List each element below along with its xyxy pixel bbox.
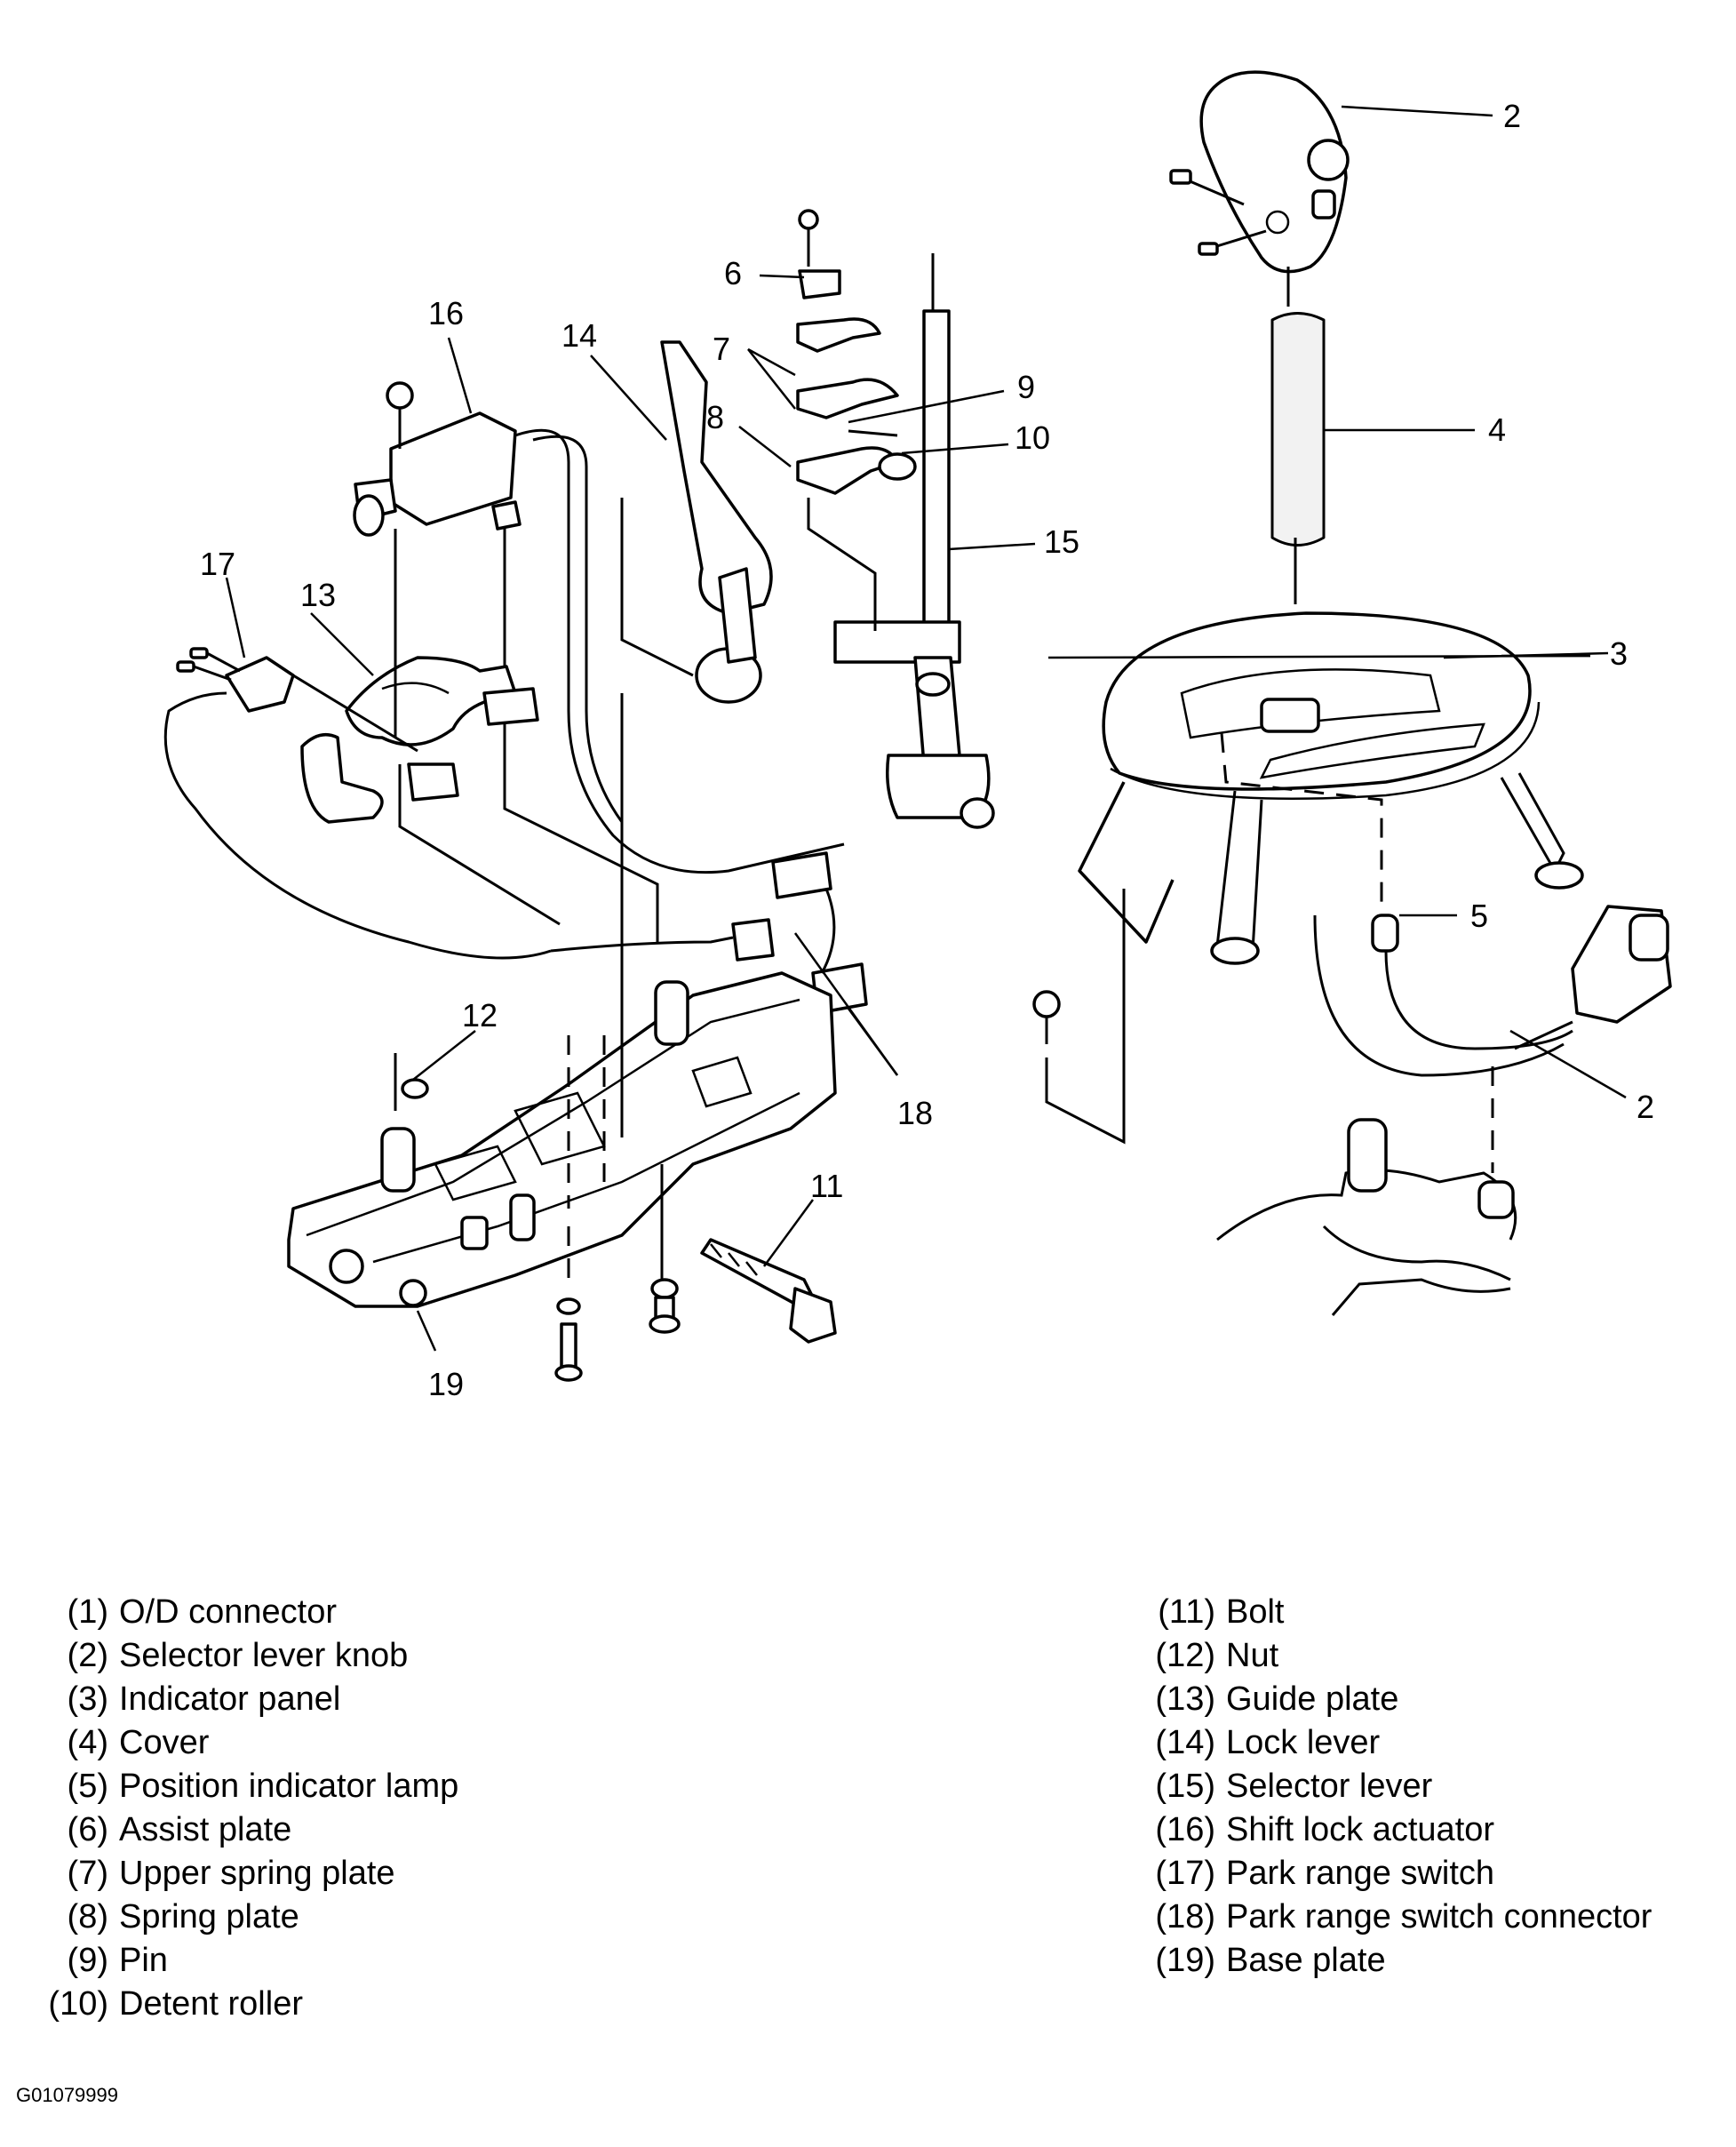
callout-4: 4 — [1488, 411, 1506, 448]
legend-item-label: Park range switch connector — [1226, 1898, 1652, 1935]
callout-18: 18 — [897, 1095, 933, 1131]
legend-item-label: Park range switch — [1226, 1855, 1495, 1892]
legend-item: (18) Park range switch connector — [1137, 1896, 1652, 1939]
legend-left-column: (1) O/D connector (2) Selector lever knob (3… — [30, 1591, 458, 2026]
selector-lever-knob — [1169, 70, 1350, 307]
legend-item: (17) Park range switch — [1137, 1852, 1652, 1896]
legend-item: (2) Selector lever knob — [30, 1634, 458, 1678]
legend-item: (19) Base plate — [1137, 1939, 1652, 1983]
legend-item: (6) Assist plate — [30, 1808, 458, 1852]
legend-item-label: Spring plate — [119, 1898, 299, 1935]
callout-17: 17 — [200, 546, 235, 582]
legend-item-number: (6) — [67, 1811, 108, 1848]
legend-item-number: (13) — [1155, 1680, 1215, 1718]
selector-lever — [833, 253, 995, 829]
legend-item-label: Indicator panel — [119, 1680, 341, 1718]
legend-item: (7) Upper spring plate — [30, 1852, 458, 1896]
legend-item-number: (2) — [67, 1637, 108, 1674]
legend-item-number: (7) — [67, 1855, 108, 1892]
spring-plate-stack — [796, 209, 917, 631]
callout-12: 12 — [462, 997, 498, 1034]
callout-5: 5 — [1470, 898, 1488, 934]
position-indicator-lamp — [1220, 732, 1573, 1077]
legend-right-column: (11) Bolt (12) Nut (13) Guide plate (14) Lock l… — [1137, 1591, 1652, 1983]
shift-lock-actuator — [353, 381, 845, 874]
legend-item-number: (4) — [67, 1724, 108, 1761]
legend-item-label: Selector lever knob — [119, 1637, 409, 1674]
callout-19: 19 — [428, 1366, 464, 1402]
legend-item-number: (15) — [1155, 1768, 1215, 1805]
legend-item: (3) Indicator panel — [30, 1678, 458, 1721]
od-connector — [1514, 905, 1672, 1050]
legend-item-number: (14) — [1155, 1724, 1215, 1761]
legend-item-number: (3) — [67, 1680, 108, 1718]
bolt — [700, 1238, 837, 1344]
callout-15: 15 — [1044, 523, 1079, 560]
legend-item: (14) Lock lever — [1137, 1721, 1652, 1765]
legend-item-number: (5) — [67, 1768, 108, 1805]
callout-10: 10 — [1015, 419, 1050, 456]
legend-item: (11) Bolt — [1137, 1591, 1652, 1634]
exploded-view-diagram: 2 4 3 5 2 6 7 8 9 10 15 14 16 13 17 12 1… — [163, 70, 1672, 1402]
legend-item: (9) Pin — [30, 1939, 458, 1983]
callout-3: 3 — [1610, 635, 1628, 672]
legend-item-label: Upper spring plate — [119, 1855, 395, 1892]
legend-item-number: (17) — [1155, 1855, 1215, 1892]
legend-item-number: (10) — [48, 1985, 108, 2023]
floor-section — [1216, 1066, 1517, 1316]
indicator-panel — [1078, 611, 1584, 965]
legend-item-label: Detent roller — [119, 1985, 303, 2023]
legend-item-label: Cover — [119, 1724, 210, 1761]
cover — [1270, 312, 1326, 604]
callout-11: 11 — [810, 1168, 843, 1204]
figure-code: G01079999 — [16, 2084, 118, 2106]
legend-item-number: (19) — [1155, 1942, 1215, 1979]
legend-item: (4) Cover — [30, 1721, 458, 1765]
leader-lines — [225, 105, 1627, 1352]
legend-item-number: (11) — [1158, 1593, 1215, 1631]
legend-item-number: (18) — [1155, 1898, 1215, 1935]
callout-8: 8 — [706, 399, 724, 435]
legend-item: (12) Nut — [1137, 1634, 1652, 1678]
legend-item-label: Lock lever — [1226, 1724, 1381, 1761]
legend-item-label: Bolt — [1226, 1593, 1285, 1631]
callout-labels: 2 4 3 5 2 6 7 8 9 10 15 14 16 13 17 12 1… — [200, 98, 1654, 1402]
legend-item-label: Nut — [1226, 1637, 1279, 1674]
legend-item-number: (1) — [67, 1593, 108, 1631]
legend-item: (15) Selector lever — [1137, 1765, 1652, 1808]
legend-item-label: Assist plate — [119, 1811, 292, 1848]
legend-item-label: Selector lever — [1226, 1768, 1433, 1805]
legend-item-label: O/D connector — [119, 1593, 337, 1631]
indicator-panel-screw — [1032, 889, 1126, 1145]
callout-13: 13 — [300, 577, 336, 613]
lock-lever — [620, 340, 773, 704]
legend-item-number: (8) — [67, 1898, 108, 1935]
callout-9: 9 — [1017, 369, 1035, 405]
base-plate-fasteners — [554, 1164, 681, 1382]
park-range-switch — [163, 647, 561, 960]
callout-2-connector: 2 — [1636, 1089, 1654, 1125]
base-plate — [287, 693, 837, 1308]
legend-item: (8) Spring plate — [30, 1896, 458, 1939]
legend-item-label: Position indicator lamp — [119, 1768, 459, 1805]
legend-item: (5) Position indicator lamp — [30, 1765, 459, 1808]
legend-item-label: Pin — [119, 1942, 168, 1979]
callout-2-knob: 2 — [1503, 98, 1521, 134]
callout-16: 16 — [428, 295, 464, 331]
legend-item-number: (16) — [1155, 1811, 1215, 1848]
callout-14: 14 — [561, 317, 597, 354]
guide-plate — [345, 529, 539, 746]
callout-6: 6 — [724, 255, 742, 291]
legend-item: (10) Detent roller — [30, 1983, 458, 2026]
legend-item-number: (12) — [1155, 1637, 1215, 1674]
legend-item: (1) O/D connector — [30, 1591, 458, 1634]
legend-item-number: (9) — [67, 1942, 108, 1979]
callout-7: 7 — [713, 331, 730, 367]
legend-item: (16) Shift lock actuator — [1137, 1808, 1652, 1852]
nut — [394, 1053, 429, 1111]
legend-item-label: Guide plate — [1226, 1680, 1399, 1718]
legend-item: (13) Guide plate — [1137, 1678, 1652, 1721]
legend-item-label: Base plate — [1226, 1942, 1386, 1979]
legend-item-label: Shift lock actuator — [1226, 1811, 1495, 1848]
